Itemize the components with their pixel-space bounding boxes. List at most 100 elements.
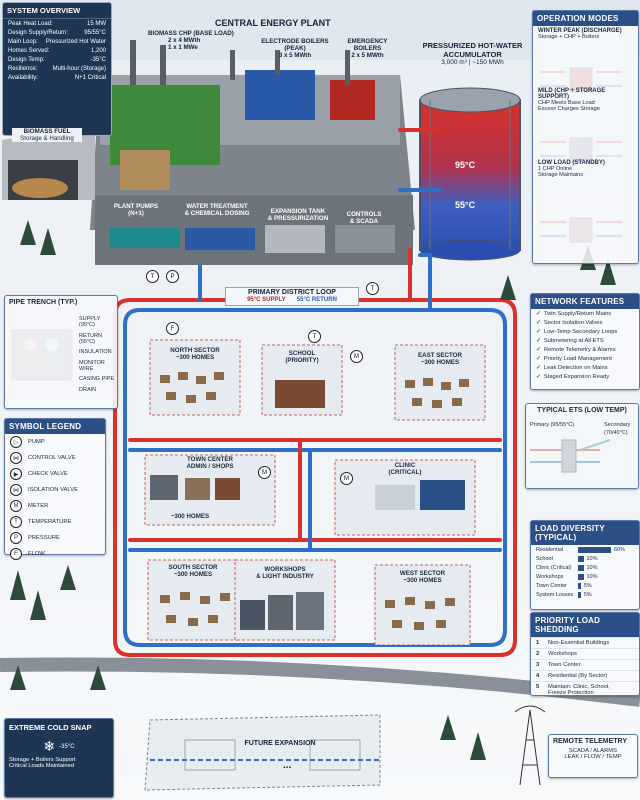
load-shedding-number: 1 xyxy=(536,640,540,646)
chp-line1: 2 x 4 MWth xyxy=(168,37,201,45)
load-diversity-row: Workshops 10% xyxy=(531,572,639,581)
system-overview-row: Resilience:Multi-hour (Storage) xyxy=(3,64,111,73)
legend-symbol-icon: M xyxy=(10,500,22,512)
check-icon: ✓ xyxy=(536,364,541,371)
network-feature-text: Sector Isolation Valves xyxy=(543,319,603,326)
school-sub: (PRIORITY) xyxy=(285,357,319,365)
load-shedding-label: Maintain: Clinic, School, xyxy=(548,684,610,690)
legend-item: ▷PUMP xyxy=(5,434,105,450)
ellipsis-mark: ... xyxy=(283,760,292,771)
network-feature-text: Staged Expansion Ready xyxy=(543,373,610,380)
emergency-label: EMERGENCY BOILERS 2 x 5 MWth xyxy=(335,38,400,59)
system-overview-row: Design Temp: -35°C xyxy=(3,55,111,64)
east-sector-name: EAST SECTOR xyxy=(418,352,462,359)
load-shedding-number: 3 xyxy=(536,662,540,668)
legend-symbol-icon: P xyxy=(10,532,22,544)
legend-item: ⋈ISOLATION VALVE xyxy=(5,482,105,498)
load-diversity-label: Clinic (Critical) xyxy=(536,564,572,571)
temperature-tag-school: T xyxy=(308,330,321,343)
mode-low-desc2: Storage Maintains xyxy=(538,172,584,178)
operation-modes-panel: OPERATION MODES WINTER PEAK (DISCHARGE) … xyxy=(532,10,639,264)
network-feature-item: ✓Leak Detection on Mains xyxy=(531,363,639,372)
ets-panel: TYPICAL ETS (LOW TEMP) Primary (95/55°C)… xyxy=(525,403,639,489)
load-shedding-label: Workshops xyxy=(548,651,577,657)
house-clusters xyxy=(160,372,469,630)
controls-label: CONTROLS & SCADA xyxy=(336,211,392,225)
east-sector-label: EAST SECTOR ~300 HOMES xyxy=(395,352,485,367)
system-overview-value: N+1 Critical xyxy=(74,74,106,81)
plant-building xyxy=(90,40,415,265)
plant-title: CENTRAL ENERGY PLANT xyxy=(215,18,331,28)
pipe-trench-item: INSULATION xyxy=(79,349,112,355)
water-treatment-label: WATER TREATMENT & CHEMICAL DOSING xyxy=(172,203,262,217)
system-overview-key: Peak Heat Load: xyxy=(8,20,53,27)
workshops-sub: & LIGHT INDUSTRY xyxy=(256,573,314,581)
biomass-fuel-label: BIOMASS FUEL Storage & Handling xyxy=(12,128,82,143)
system-overview-value: -35°C xyxy=(90,56,106,63)
load-diversity-label: Workshops xyxy=(536,573,564,580)
biomass-fuel-name: BIOMASS FUEL xyxy=(23,128,71,135)
legend-label: TEMPERATURE xyxy=(28,519,72,525)
load-shedding-text: Workshops xyxy=(548,651,577,657)
system-overview-row: Homes Served:1,200 xyxy=(3,46,111,55)
chp-line2: 1 x 1 MWe xyxy=(168,44,198,52)
biomass-fuel-line1: Storage & Handling xyxy=(20,135,74,143)
south-sector-name: SOUTH SECTOR xyxy=(168,564,218,571)
town-center-sub: ADMIN / SHOPS xyxy=(186,463,234,471)
mode-winter-desc: Storage + CHP + Boilers xyxy=(538,34,600,40)
cold-snap-title: EXTREME COLD SNAP xyxy=(9,723,92,732)
water-name: WATER TREATMENT xyxy=(186,203,248,210)
system-overview-value: Pressurized Hot Water xyxy=(45,38,106,45)
mode-mild-desc: CHP Meets Base Load xyxy=(538,100,595,106)
system-overview-value: 95/55°C xyxy=(84,29,106,36)
pumps-line1: (N+1) xyxy=(128,210,144,218)
legend-symbol-icon: F xyxy=(10,548,22,560)
mode-mild-desc2: Excess Charges Storage xyxy=(538,106,600,112)
legend-label: PRESSURE xyxy=(28,535,60,541)
chp-name: BIOMASS CHP (BASE LOAD) xyxy=(148,30,234,37)
emergency-line1: 2 x 5 MWth xyxy=(351,52,384,60)
load-shedding-text: Maintain: Clinic, School,Freeze Protecti… xyxy=(548,684,610,696)
network-feature-text: Twin Supply/Return Mains xyxy=(543,310,612,317)
symbol-legend-title: SYMBOL LEGEND xyxy=(5,419,105,434)
emergency-name: EMERGENCY BOILERS xyxy=(347,38,388,53)
load-diversity-bar xyxy=(578,564,584,571)
temperature-tag-east: T xyxy=(366,282,379,295)
clinic-sub: (CRITICAL) xyxy=(388,469,422,477)
legend-label: ISOLATION VALVE xyxy=(28,487,78,493)
west-sector-name: WEST SECTOR xyxy=(399,570,446,577)
check-icon: ✓ xyxy=(536,310,541,317)
cold-snap-panel: EXTREME COLD SNAP ❄ -35°C Storage + Boil… xyxy=(4,718,114,798)
mode-winter: WINTER PEAK (DISCHARGE) Storage + CHP + … xyxy=(538,28,633,40)
chp-label: BIOMASS CHP (BASE LOAD) 2 x 4 MWth 1 x 1… xyxy=(148,30,258,51)
north-sector-label: NORTH SECTOR ~300 HOMES xyxy=(150,347,240,362)
mode-winter-name: WINTER PEAK (DISCHARGE) xyxy=(538,28,622,34)
symbol-legend-panel: SYMBOL LEGEND ▷PUMP⋈CONTROL VALVE▶CHECK … xyxy=(4,418,106,560)
network-features-title: NETWORK FEATURES xyxy=(531,294,639,309)
load-diversity-bar xyxy=(578,573,584,580)
electrode-name: ELECTRODE BOILERS (PEAK) xyxy=(261,38,329,53)
town-center-name: TOWN CENTER xyxy=(187,456,233,463)
town-homes-label: ~300 HOMES xyxy=(170,513,210,520)
system-overview-key: Design Temp: xyxy=(8,56,45,63)
accumulator-label: PRESSURIZED HOT-WATER ACCUMULATOR 3,000 … xyxy=(420,41,525,67)
load-diversity-value: 5% xyxy=(583,591,592,598)
ets-secondary-temp: (70/40°C) xyxy=(604,430,628,436)
system-overview-key: Resilience: xyxy=(8,65,38,72)
load-diversity-label: Town Center xyxy=(536,582,567,589)
future-expansion-label: FUTURE EXPANSION xyxy=(244,740,316,747)
load-diversity-label: Residential xyxy=(536,546,564,553)
accumulator-capacity: 3,000 m³ | ~150 MWh xyxy=(441,59,504,67)
load-diversity-value: 10% xyxy=(586,573,598,580)
load-shedding-label: Residential (By Sector) xyxy=(548,673,608,679)
biomass-shed xyxy=(2,125,95,200)
meter-tag-town: M xyxy=(258,466,271,479)
pipe-trench-item: RETURN (55°C) xyxy=(79,332,102,345)
symbol-legend-items: ▷PUMP⋈CONTROL VALVE▶CHECK VALVE⋈ISOLATIO… xyxy=(5,434,105,562)
